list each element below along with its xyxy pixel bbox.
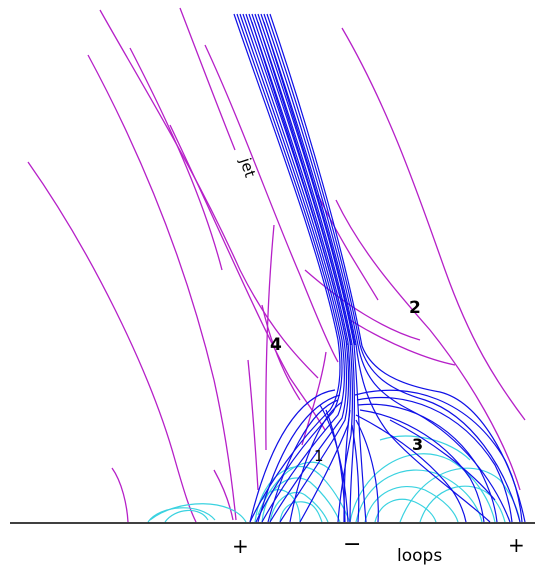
loops-label: loops [397, 546, 442, 566]
open-field-line [88, 55, 236, 520]
jet-line [249, 14, 350, 522]
jet-line [252, 22, 347, 345]
open-field-line [248, 360, 258, 490]
polarity-minus-middle: − [343, 532, 361, 557]
open-field-line [112, 468, 128, 522]
region-label-2: 2 [409, 298, 421, 318]
region-label-3: 3 [412, 435, 423, 454]
open-field-line [180, 8, 235, 150]
open-field-line [214, 470, 233, 520]
region-label-4: 4 [270, 335, 282, 355]
open-field-line [100, 10, 318, 378]
closed-loop [165, 510, 208, 522]
region-label-1: 1 [314, 447, 324, 465]
polarity-plus-left: + [232, 534, 249, 558]
jet-line [267, 14, 520, 522]
jet-field-lines [234, 14, 525, 522]
jet-line [352, 425, 359, 522]
jet-line [270, 14, 525, 522]
open-field-line [342, 28, 525, 420]
polarity-plus-right: + [508, 533, 525, 557]
jet-label: jet [236, 155, 259, 180]
open-field-line [336, 200, 520, 490]
jet-line [264, 14, 510, 522]
